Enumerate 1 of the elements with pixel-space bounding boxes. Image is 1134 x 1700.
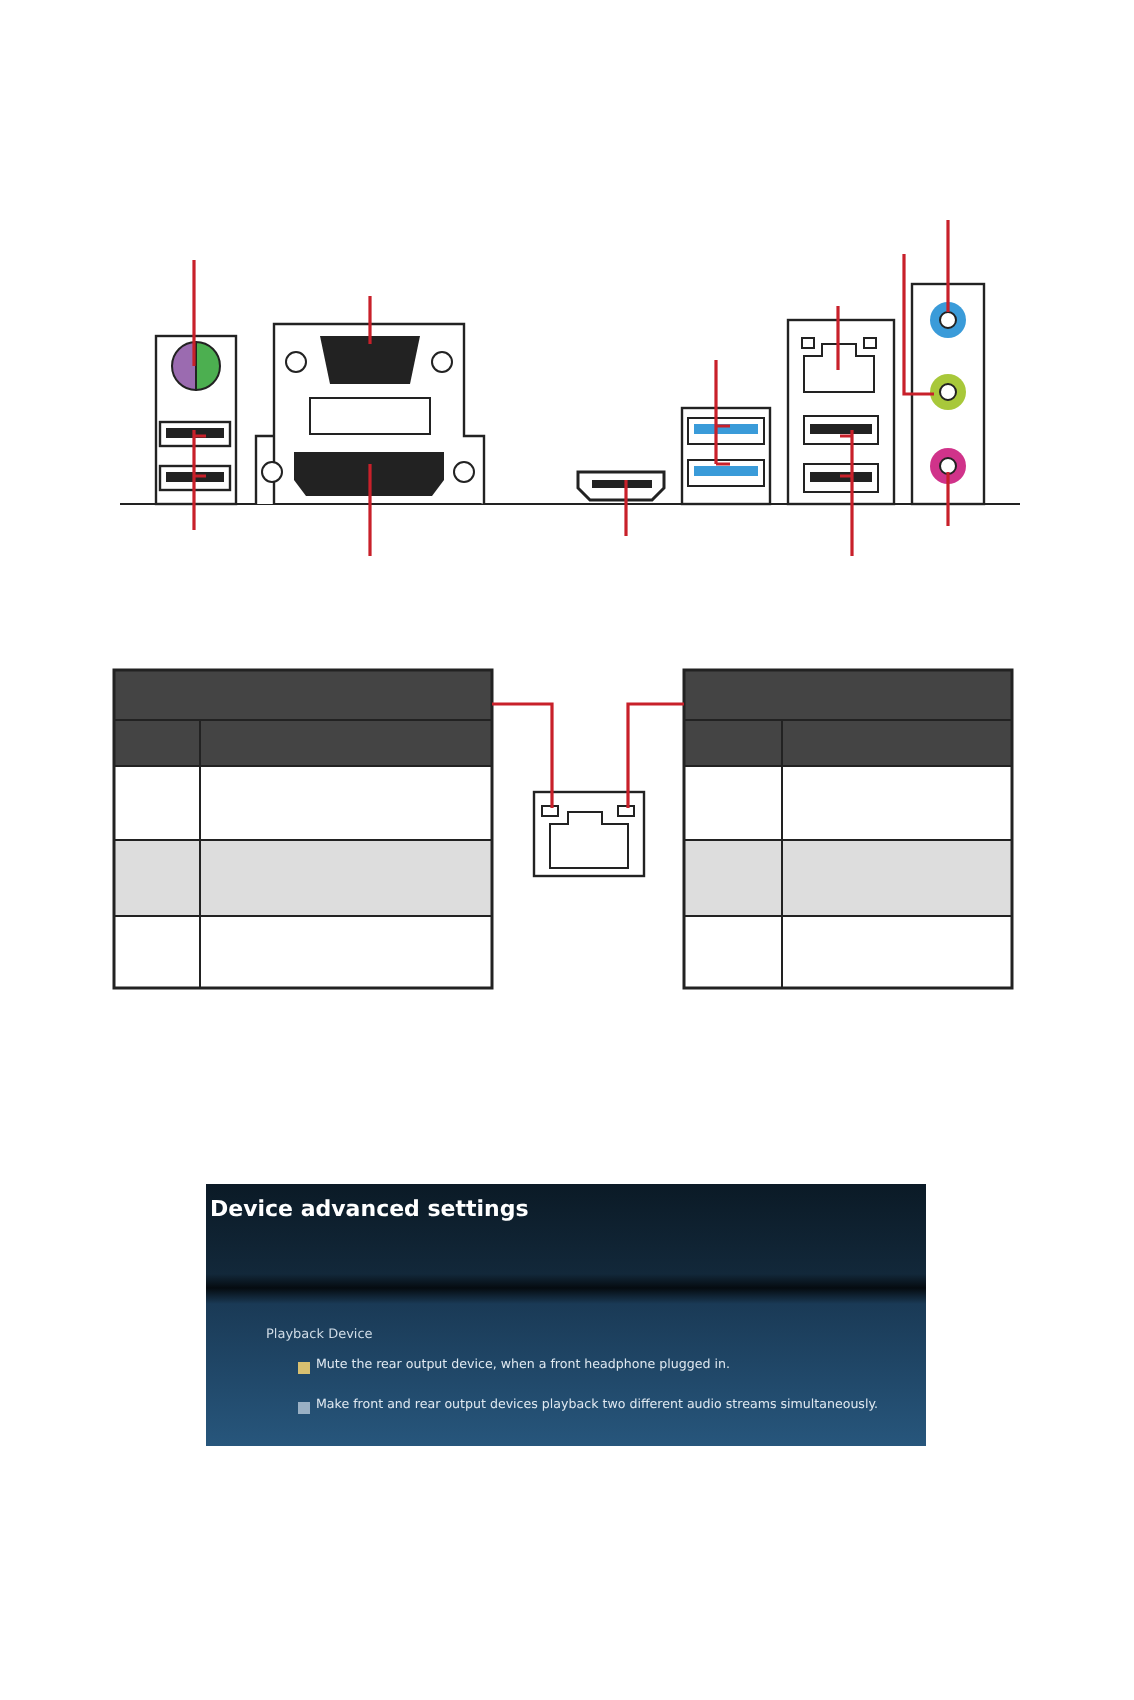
window-title: Device advanced settings — [210, 1196, 529, 1222]
